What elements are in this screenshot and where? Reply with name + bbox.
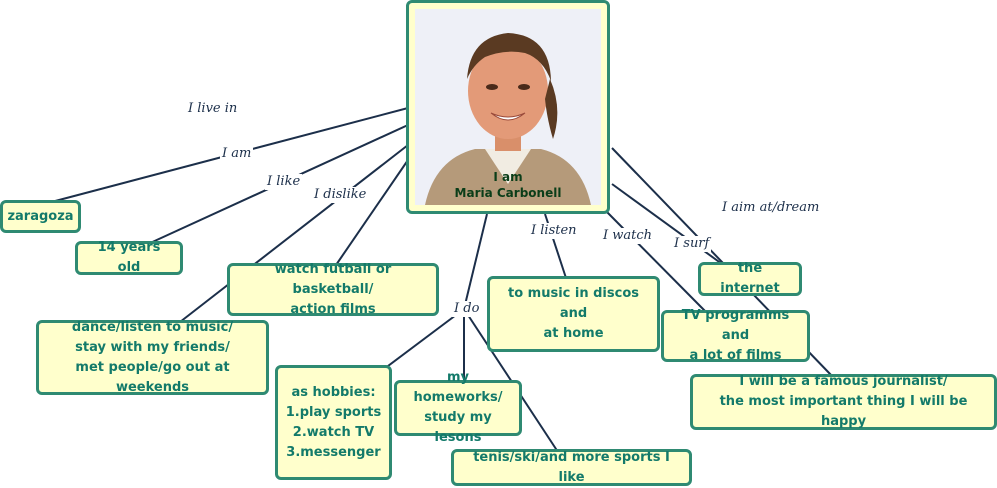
node-like[interactable]: dance/listen to music/ stay with my frie…	[36, 320, 269, 395]
link-label-surf: I surf	[672, 236, 712, 252]
node-hobbies[interactable]: as hobbies: 1.play sports 2.watch TV 3.m…	[275, 365, 392, 480]
node-zaragoza[interactable]: zaragoza	[0, 200, 81, 233]
node-dislike[interactable]: watch futball or basketball/ action film…	[227, 262, 439, 317]
center-label-name: Maria Carbonell	[454, 186, 562, 200]
connector-do-hobbies	[379, 308, 465, 373]
link-label-am: I am	[220, 146, 254, 162]
center-node[interactable]: I am Maria Carbonell	[406, 0, 610, 214]
link-label-watch: I watch	[601, 228, 655, 244]
link-label-dislike: I dislike	[312, 187, 369, 203]
node-sports[interactable]: tenis/ski/and more sports I like	[451, 449, 692, 486]
center-label-line1: I am	[493, 170, 523, 184]
link-label-like: I like	[265, 174, 303, 190]
link-label-live-in: I live in	[186, 101, 240, 117]
connector-surf	[611, 183, 723, 265]
connector-dislike	[335, 159, 409, 266]
connector-like	[179, 144, 409, 323]
connector-watch	[604, 209, 707, 313]
node-music[interactable]: to music in discos and at home	[487, 276, 660, 352]
portrait-image	[415, 9, 601, 205]
center-label: I am Maria Carbonell	[409, 169, 607, 201]
node-internet[interactable]: the internet	[698, 261, 802, 296]
link-label-do: I do	[452, 301, 482, 317]
node-age[interactable]: 14 years old	[75, 240, 183, 275]
connector-do	[463, 213, 488, 310]
node-dream[interactable]: I will be a famous journalist/ the most …	[690, 374, 997, 430]
node-tv[interactable]: TV programms and a lot of films	[661, 308, 810, 363]
link-label-listen: I listen	[529, 223, 579, 239]
node-homework[interactable]: my homeworks/ study my lesons	[394, 370, 522, 445]
link-label-aim: I aim at/dream	[720, 200, 822, 216]
